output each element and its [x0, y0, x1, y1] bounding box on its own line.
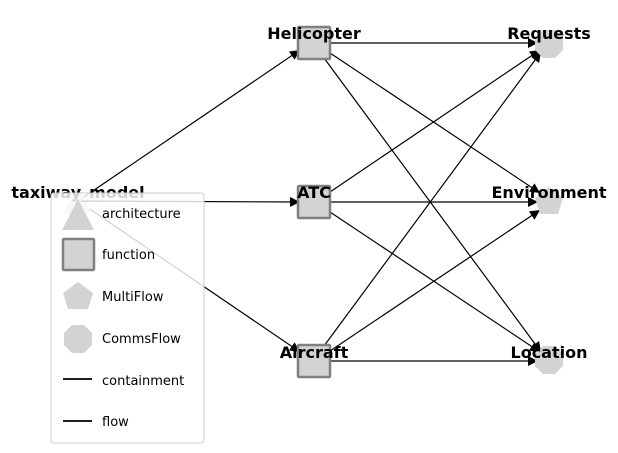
legend-multiflow-icon — [63, 282, 93, 309]
edge-helicopter-environment — [329, 52, 541, 194]
edge-helicopter-location — [323, 57, 542, 353]
label-aircraft: Aircraft — [280, 343, 349, 362]
node-location-octagon[interactable] — [535, 346, 563, 374]
flow-edges — [323, 38, 542, 366]
edge-atc-location — [329, 211, 541, 353]
legend: architecture function MultiFlow CommsFlo… — [50, 192, 205, 444]
legend-box — [50, 192, 205, 444]
legend-multiflow-label: MultiFlow — [102, 290, 164, 305]
label-environment: Environment — [491, 183, 606, 202]
legend-architecture-label: architecture — [102, 207, 181, 222]
edge-taxiway-helicopter — [77, 49, 301, 202]
legend-architecture-icon — [62, 199, 94, 230]
legend-function-icon — [61, 237, 96, 272]
legend-function-label: function — [102, 248, 155, 263]
edge-atc-requests — [329, 49, 541, 193]
edge-aircraft-requests — [323, 51, 542, 347]
label-helicopter: Helicopter — [267, 24, 361, 43]
node-aircraft-box[interactable] — [296, 343, 332, 379]
node-labels: taxiway_model Helicopter ATC Aircraft Re… — [11, 24, 606, 362]
label-location: Location — [511, 343, 588, 362]
legend-flow-label: flow — [102, 415, 129, 430]
nodes — [64, 25, 563, 379]
legend-commsflow-icon — [64, 325, 92, 353]
node-environment-pentagon[interactable] — [535, 187, 563, 214]
label-requests: Requests — [507, 24, 591, 43]
node-requests-octagon[interactable] — [535, 30, 563, 58]
node-helicopter-box[interactable] — [296, 25, 332, 61]
edge-aircraft-environment — [329, 209, 541, 352]
legend-containment-label: containment — [102, 374, 184, 389]
label-atc: ATC — [297, 183, 331, 202]
legend-commsflow-label: CommsFlow — [102, 332, 181, 347]
node-atc-box[interactable] — [296, 184, 332, 220]
